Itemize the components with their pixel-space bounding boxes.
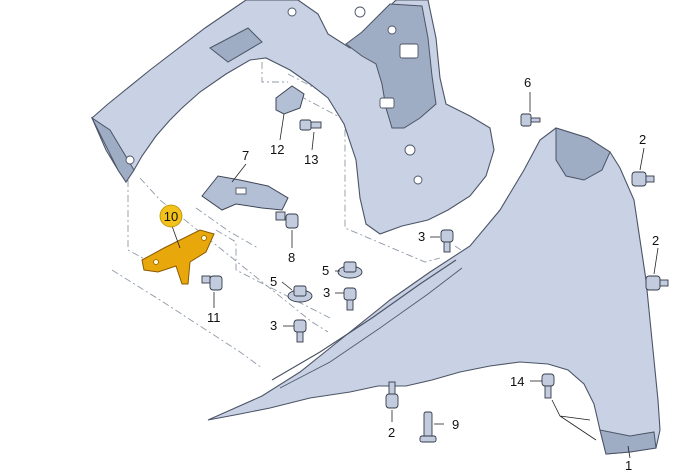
callout-1: 1 <box>625 458 632 472</box>
bolt-6 <box>520 113 541 127</box>
nut-5-lower <box>287 285 313 303</box>
bolt-11 <box>201 275 223 291</box>
bolt-3-middle <box>343 287 357 311</box>
callout-14: 14 <box>510 374 524 389</box>
callout-11: 11 <box>207 310 221 325</box>
callout-5-lower: 5 <box>270 274 277 289</box>
bolt-14 <box>541 373 555 399</box>
callout-3-upper: 3 <box>418 229 425 244</box>
fasteners <box>201 113 669 443</box>
callout-5-upper: 5 <box>322 263 329 278</box>
bracket-part-10 <box>141 229 215 285</box>
bolt-3-upper <box>440 229 454 253</box>
stud-9 <box>419 411 437 443</box>
callout-8: 8 <box>288 250 295 265</box>
bolt-8 <box>275 211 299 229</box>
callout-labels: 6 2 2 2 7 12 13 10 8 3 3 3 5 5 11 14 9 1 <box>159 75 659 472</box>
callout-7: 7 <box>242 148 249 163</box>
callout-2-bottom: 2 <box>388 425 395 440</box>
callout-3-middle: 3 <box>323 285 330 300</box>
nut-5-upper <box>337 261 363 279</box>
bolt-13 <box>299 119 322 131</box>
front-fender <box>207 127 661 455</box>
callout-10: 10 <box>164 209 178 224</box>
callout-9: 9 <box>452 417 459 432</box>
bolt-2-top <box>631 171 655 187</box>
bracket-part-7 <box>201 175 289 211</box>
assembly-guide-lines <box>111 62 471 369</box>
callout-3-lower: 3 <box>270 318 277 333</box>
clip-part-12 <box>275 85 305 115</box>
leader-lines <box>171 92 659 459</box>
callout-6: 6 <box>524 75 531 90</box>
callout-2-top: 2 <box>639 132 646 147</box>
callout-13: 13 <box>304 152 318 167</box>
callout-2-right: 2 <box>652 233 659 248</box>
bolt-2-bottom <box>385 381 399 409</box>
bolt-3-lower <box>293 319 307 343</box>
bolt-2-right <box>645 275 669 291</box>
callout-12: 12 <box>270 142 284 157</box>
callout-10-badge: 10 <box>159 204 183 228</box>
inner-body-structure <box>90 0 495 235</box>
